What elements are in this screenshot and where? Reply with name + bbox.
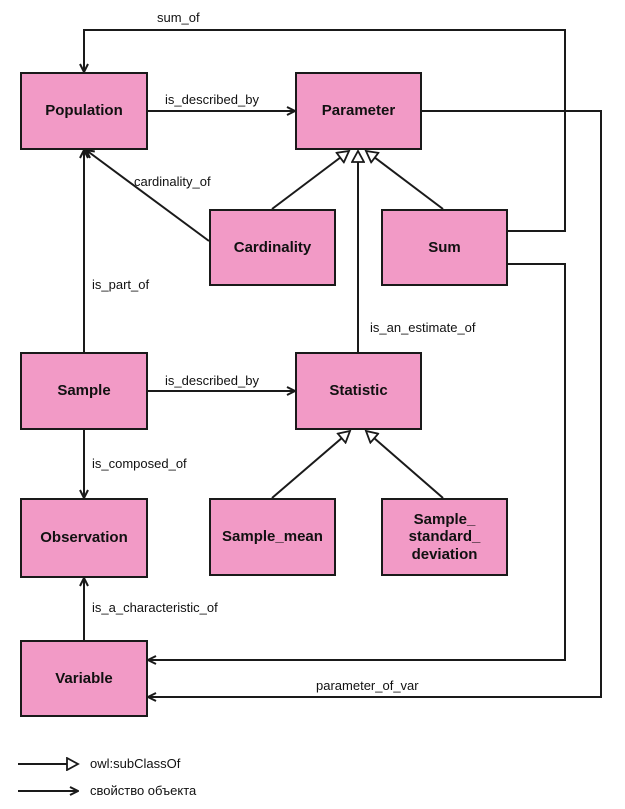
node-variable: Variable — [20, 640, 148, 717]
label-parameter-of-var: parameter_of_var — [316, 678, 419, 693]
edge-cardinality-of — [86, 150, 210, 242]
node-sample-mean: Sample_mean — [209, 498, 336, 576]
node-cardinality: Cardinality — [209, 209, 336, 286]
node-sample: Sample — [20, 352, 148, 430]
edge-sum-to-variable — [148, 263, 566, 660]
node-observation: Observation — [20, 498, 148, 578]
label-is-composed-of: is_composed_of — [92, 456, 187, 471]
node-statistic: Statistic — [295, 352, 422, 430]
label-sum-of: sum_of — [157, 10, 200, 25]
label-is-a-characteristic-of: is_a_characteristic_of — [92, 600, 218, 615]
label-is-an-estimate-of: is_an_estimate_of — [370, 320, 476, 335]
legend-property-label: свойство объекта — [90, 783, 197, 798]
edge-sum-subclass — [366, 151, 444, 210]
edge-cardinality-subclass — [271, 151, 349, 210]
node-parameter: Parameter — [295, 72, 422, 150]
label-is-part-of: is_part_of — [92, 277, 150, 292]
node-sample-standard-deviation: Sample_ standard_ deviation — [381, 498, 508, 576]
edge-sd-subclass — [366, 431, 444, 499]
edge-mean-subclass — [271, 431, 350, 499]
edge-sum-of — [84, 29, 566, 232]
node-population: Population — [20, 72, 148, 150]
legend-subclass-label: owl:subClassOf — [90, 756, 181, 771]
node-sum: Sum — [381, 209, 508, 286]
label-population-described-by: is_described_by — [165, 92, 259, 107]
edge-parameter-of-var — [148, 110, 602, 697]
label-cardinality-of: cardinality_of — [134, 174, 211, 189]
label-sample-described-by: is_described_by — [165, 373, 259, 388]
